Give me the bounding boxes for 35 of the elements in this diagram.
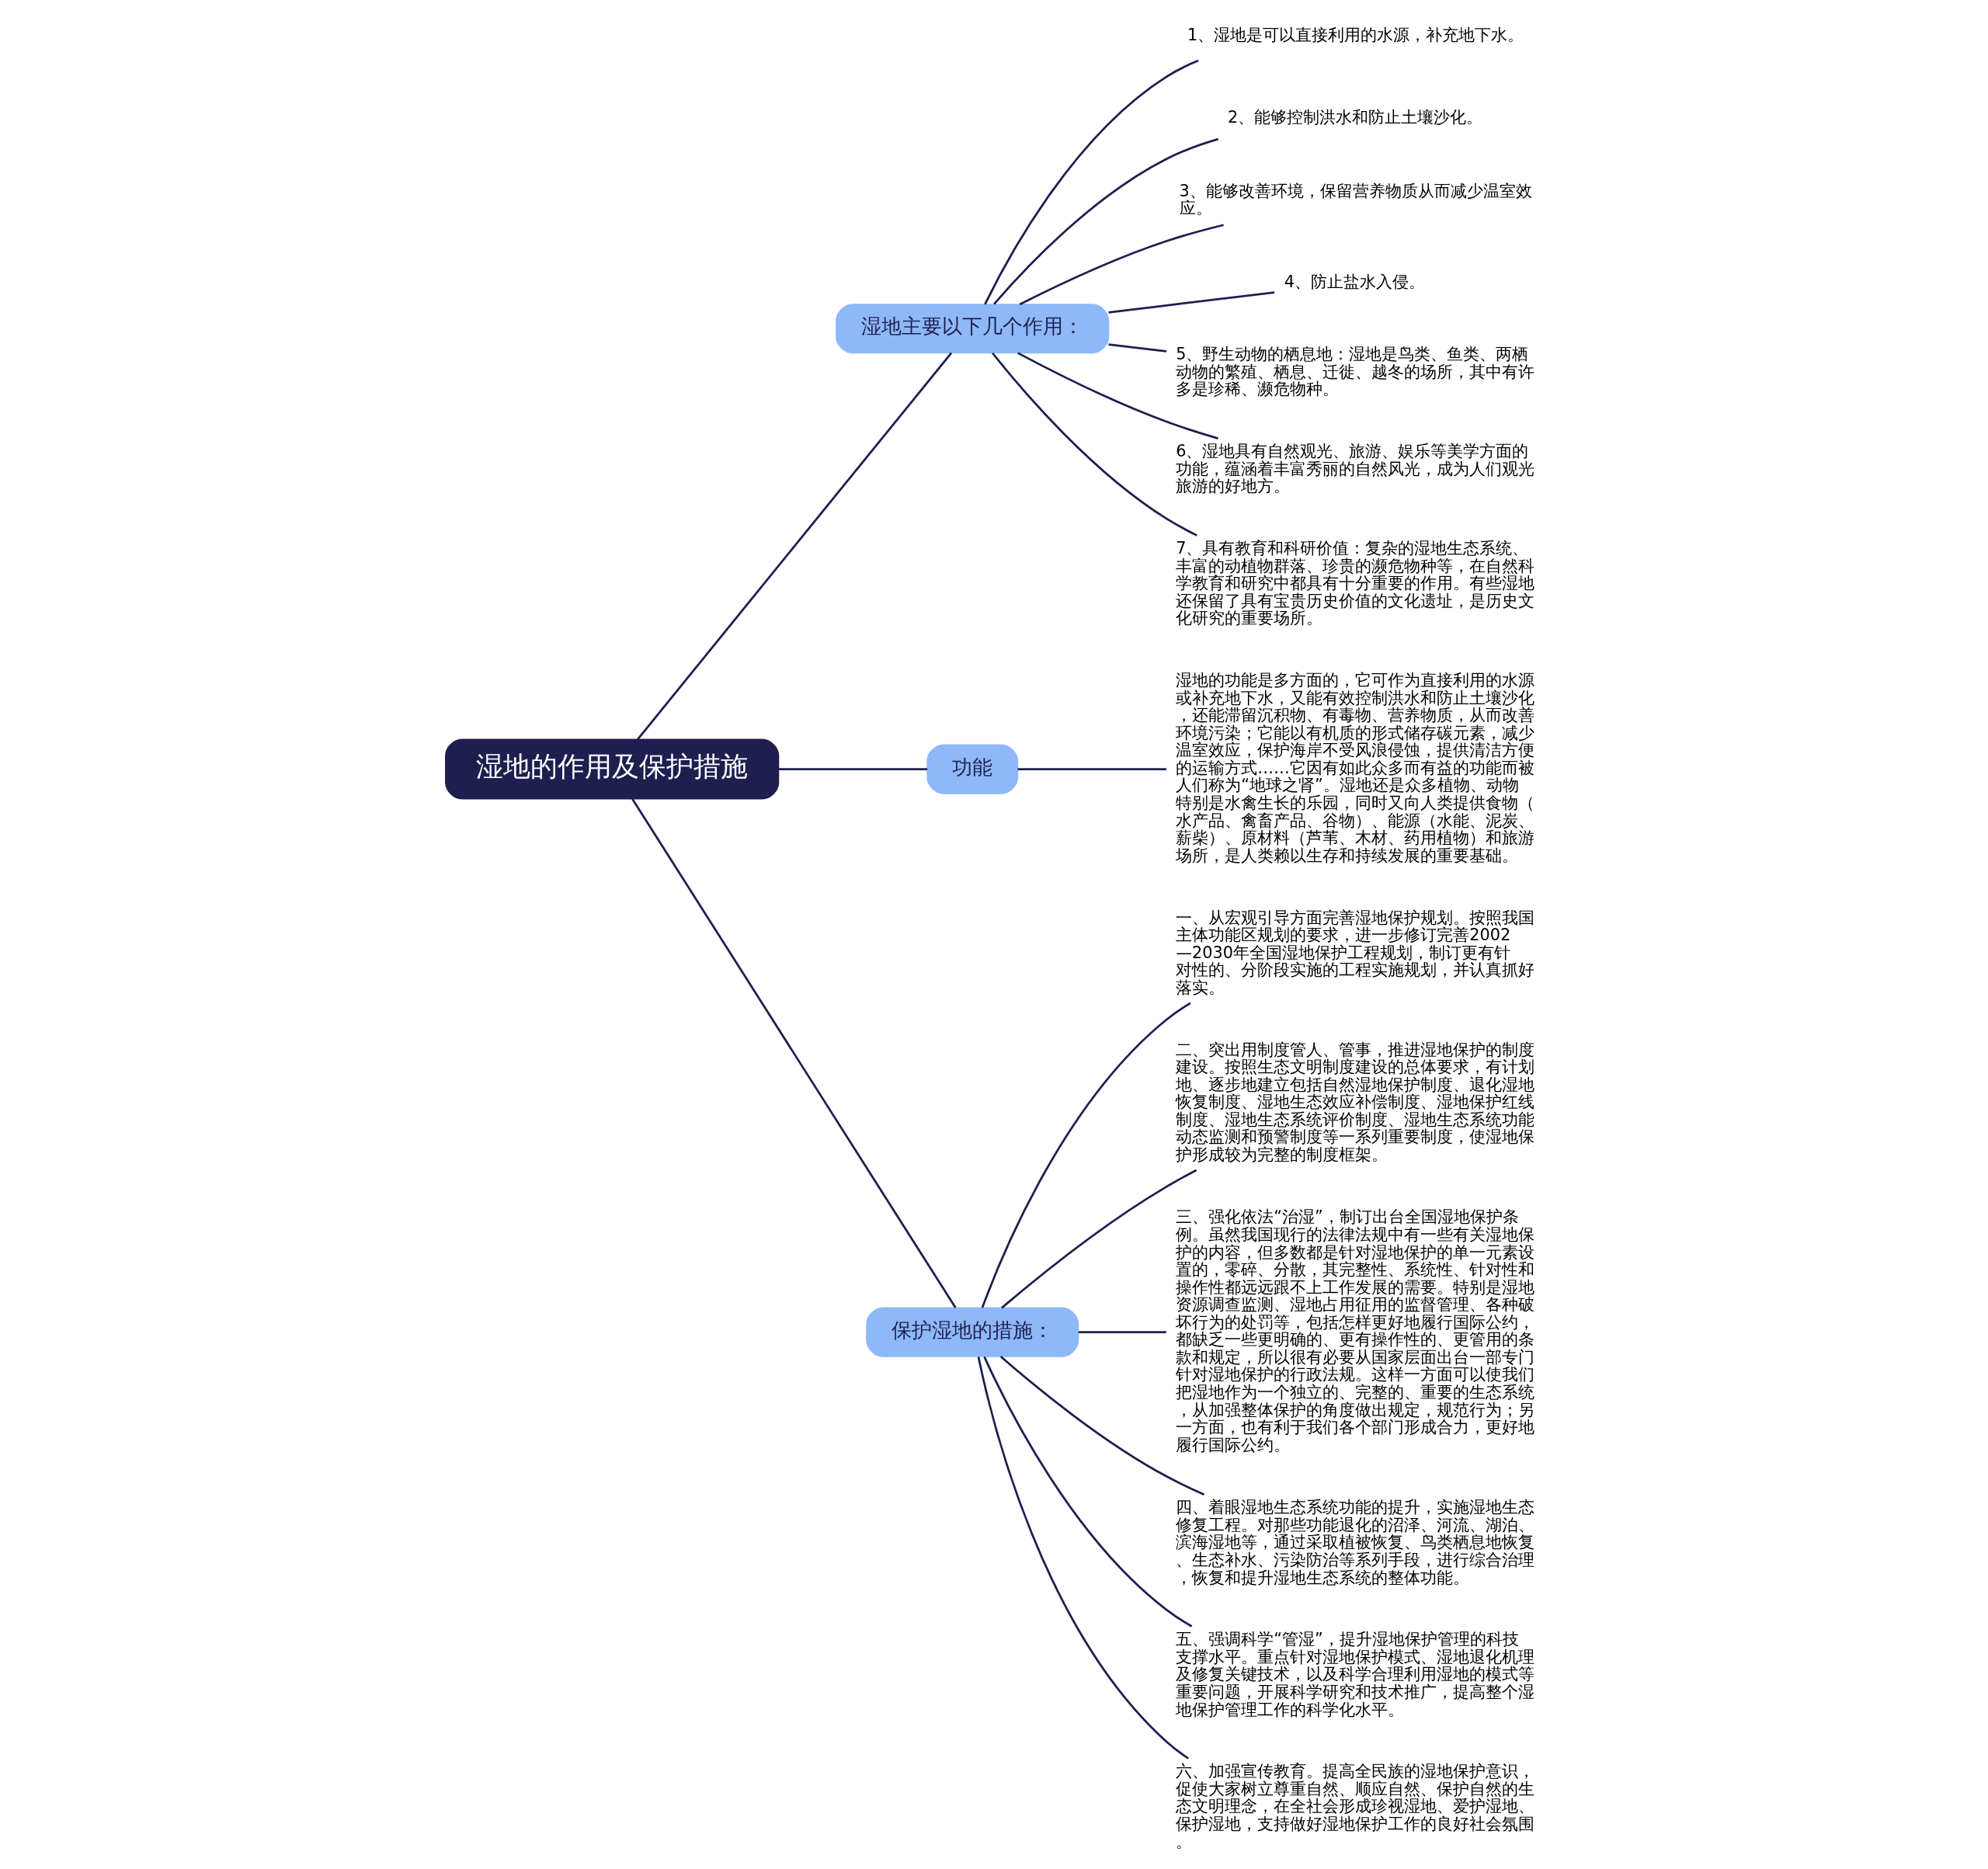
connector xyxy=(977,1357,1189,1760)
node-text: 1、湿地是可以直接利用的水源，补充地下水。 xyxy=(1187,26,1524,45)
node-text: 7、具有教育和科研价值：复杂的湿地生态系统、丰富的动植物群落、珍贵的濒危物种等，在自然科学教育和研究中都具有十分重要的作用。有些湿地还保留了具有宝贵历史价值的文化遗址，是历史文化研究的重要场所。 xyxy=(1176,539,1535,628)
connector xyxy=(637,352,953,740)
connector xyxy=(1078,1331,1166,1334)
connector xyxy=(1108,291,1275,314)
node-text: 6、湿地具有自然观光、旅游、娱乐等美学方面的功能，蕴涵着丰富秀丽的自然风光，成为人们观光旅游的好地方。 xyxy=(1176,442,1535,496)
node-box: 湿地主要以下几个作用： xyxy=(836,304,1110,354)
node-box: 保护湿地的措施： xyxy=(866,1307,1079,1357)
node-text: 六、加强宣传教育。提高全民族的湿地保护意识，促使大家树立尊重自然、顺应自然、保护自然的生态文明理念，在全社会形成珍视湿地、爱护湿地、保护湿地，支持做好湿地保护工作的良好社会氛围。 xyxy=(1176,1762,1535,1851)
connector xyxy=(984,59,1199,305)
node-text: 三、强化依法“治湿”，制订出台全国湿地保护条例。虽然我国现行的法律法规中有一些有关湿地保护的内容，但多数都是针对湿地保护的单一元素设置的，零碎、分散，其完整性、系统性、针对性和操作性都远远跟不上工作发展的需要。特别是湿地资源调查监测、湿地占用征用的监督管理、各种破坏行为的处罚等，包括怎样更好地履行国际公约，都缺乏一些更明确的、更有操作性的、更管用的条款和规定，所以很有必要从国家层面出台一部专门针对湿地保护的行政法规。这样一方面可以使我们把湿地作为一个独立的、完整的、重要的生态系统，从加强整体保护的角度做出规定，规范行为；另一方面，也有利于我们各个部门形成合力，更好地履行国际公约。 xyxy=(1176,1207,1535,1454)
node-box: 湿地的作用及保护措施 xyxy=(445,738,780,800)
connector xyxy=(1017,352,1218,439)
connector xyxy=(1001,1169,1197,1309)
node-text: 4、防止盐水入侵。 xyxy=(1284,272,1426,291)
connector xyxy=(993,137,1219,305)
node-text: 二、突出用制度管人、管事，推进湿地保护的制度建设。按照生态文明制度建设的总体要求，有计划地、逐步地建立包括自然湿地保护制度、退化湿地恢复制度、湿地生态效应补偿制度、湿地保护红线制度、湿地生态系统评价制度、湿地生态系统功能动态监测和预警制度等一系列重要制度，使湿地保护形成较为完整的制度框架。 xyxy=(1176,1040,1535,1164)
connector xyxy=(1108,343,1166,353)
connector xyxy=(983,1356,1193,1628)
node-text: 五、强调科学“管湿”，提升湿地保护管理的科技支撑水平。重点针对湿地保护模式、湿地退化机理及修复关键技术，以及科学合理利用湿地的模式等重要问题，开展科学研究和技术推广，提高整个湿地保护管理工作的科学化水平。 xyxy=(1176,1630,1535,1719)
node-text: 2、能够控制洪水和防止土壤沙化。 xyxy=(1227,108,1483,127)
connector xyxy=(999,1355,1205,1496)
node-text: 一、从宏观引导方面完善湿地保护规划。按照我国主体功能区规划的要求，进一步修订完善2002—2030年全国湿地保护工程规划，制订更有针对性的、分阶段实施的工程实施规划，并认真抓好落实。 xyxy=(1176,908,1535,997)
node-text: 5、野生动物的栖息地：湿地是鸟类、鱼类、两栖动物的繁殖、栖息、迁徙、越冬的场所，其中有许多是珍稀、濒危物种。 xyxy=(1176,345,1535,399)
connector xyxy=(992,352,1197,537)
connector xyxy=(1017,768,1166,770)
node-text: 四、着眼湿地生态系统功能的提升，实施湿地生态修复工程。对那些功能退化的沼泽、河流、湖泊、滨海湿地等，通过采取植被恢复、鸟类栖息地恢复、生态补水、污染防治等系列手段，进行综合治理，恢复和提升湿地生态系统的整体功能。 xyxy=(1176,1498,1535,1587)
connector xyxy=(1019,224,1224,306)
node-text: 3、能够改善环境，保留营养物质从而减少温室效应。 xyxy=(1179,181,1532,218)
node-box: 功能 xyxy=(926,744,1019,794)
connector xyxy=(981,1002,1191,1308)
connector xyxy=(631,798,957,1308)
node-text: 湿地的功能是多方面的，它可作为直接利用的水源或补充地下水，又能有效控制洪水和防止土壤沙化，还能滞留沉积物、有毒物、营养物质，从而改善环境污染；它能以有机质的形式储存碳元素，减少温室效应，保护海岸不受风浪侵蚀，提供清洁方便的运输方式……它因有如此众多而有益的功能而被人们称为“地球之肾”。湿地还是众多植物、动物特别是水禽生长的乐园，同时又向人类提供食物（水产品、禽畜产品、谷物）、能源（水能、泥炭、薪柴）、原材料（芦苇、木材、药用植物）和旅游场所，是人类赖以生存和持续发展的重要基础。 xyxy=(1176,671,1535,865)
connector xyxy=(778,768,928,770)
